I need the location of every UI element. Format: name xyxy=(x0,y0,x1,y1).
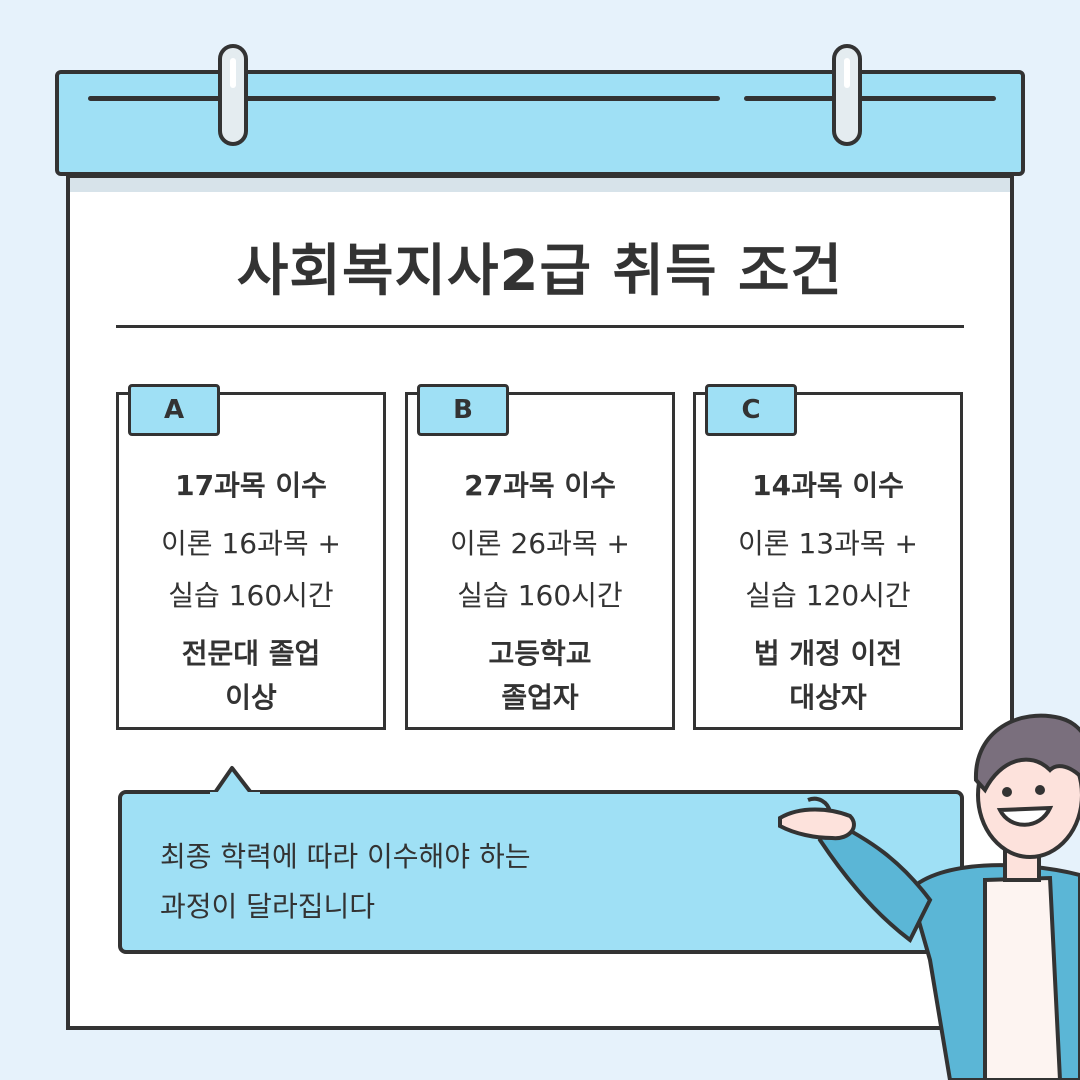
card-a-cond2: 이상 xyxy=(225,681,277,714)
calendar-header xyxy=(55,70,1025,176)
card-c-line2: 실습 120시간 xyxy=(745,579,911,612)
title-divider xyxy=(116,325,964,328)
page-title: 사회복지사2급 취득 조건 xyxy=(236,239,844,304)
card-c xyxy=(693,392,963,730)
presenter-person-icon xyxy=(778,713,1080,1080)
card-a-line2: 실습 160시간 xyxy=(168,579,334,612)
card-c-heading: 14과목 이수 xyxy=(752,469,904,502)
card-b-cond2: 졸업자 xyxy=(501,681,579,714)
header-line-left xyxy=(88,96,720,101)
bubble-pointer-icon xyxy=(210,766,260,796)
header-line-right xyxy=(744,96,996,101)
card-b xyxy=(405,392,675,730)
card-a-heading: 17과목 이수 xyxy=(175,469,327,502)
card-c-cond2: 대상자 xyxy=(789,681,867,714)
card-b-line1: 이론 26과목 + xyxy=(450,527,630,560)
card-b-heading: 27과목 이수 xyxy=(464,469,616,502)
bubble-text: 최종 학력에 따라 이수해야 하는 과정이 달라집니다 xyxy=(160,832,760,932)
card-b-line2: 실습 160시간 xyxy=(457,579,623,612)
card-a xyxy=(116,392,386,730)
card-c-line1: 이론 13과목 + xyxy=(738,527,918,560)
speech-bubble xyxy=(118,790,964,954)
card-b-tab: B xyxy=(417,384,509,436)
card-c-tab: C xyxy=(705,384,797,436)
card-b-cond1: 고등학교 xyxy=(488,637,592,670)
bubble-line2: 과정이 달라집니다 xyxy=(160,890,375,923)
card-a-cond1: 전문대 졸업 xyxy=(181,637,321,670)
card-c-cond1: 법 개정 이전 xyxy=(753,637,903,670)
board-shadow xyxy=(70,178,1010,192)
binder-ring-right-icon xyxy=(832,44,862,146)
card-a-line1: 이론 16과목 + xyxy=(161,527,341,560)
card-a-tab: A xyxy=(128,384,220,436)
binder-ring-left-icon xyxy=(218,44,248,146)
bubble-line1: 최종 학력에 따라 이수해야 하는 xyxy=(160,840,531,873)
